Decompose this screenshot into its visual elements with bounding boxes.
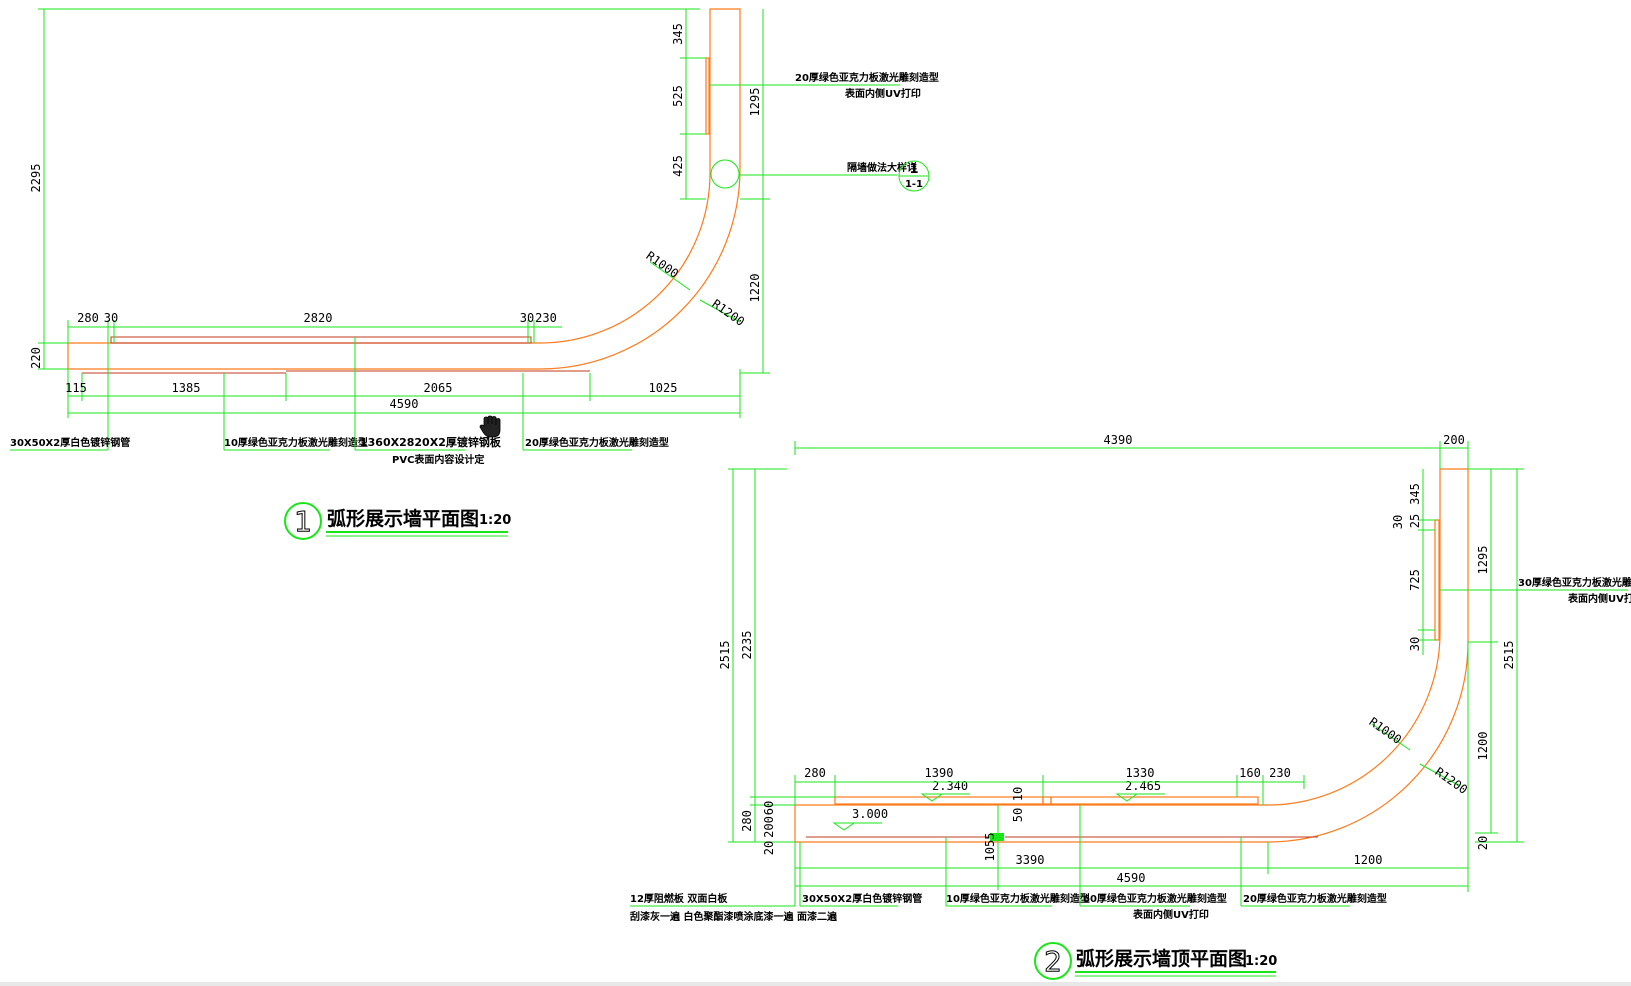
plan2-dim-left-d: 20 [762,841,776,855]
plan2-dim-right-upper: 1295 [1476,546,1490,575]
plan2-note-acrylic-60-2: 表面内侧UV打印 [1132,908,1209,921]
plan1-title: 弧形展示墙平面图 [327,507,479,530]
plan2-dim-top-end: 200 [1443,433,1465,447]
plan2-dim-gap: 10 [1011,787,1025,801]
plan2-dim-left-outer-label: 2515 [718,641,732,670]
plan1-dim-bot-d: 1025 [649,381,678,395]
plan2-radius-leader-inner [1371,723,1411,751]
plan1-dim-bot-c: 2065 [424,381,453,395]
plan2-note-acrylic-10: 10厚绿色亚克力板激光雕刻造型 [946,892,1090,905]
plan1-drawing: 2295 220 280 30 2820 30 230 115 1385 206… [10,8,939,540]
plan2-panel-b [1050,796,1259,805]
plan1-dim-total: 4590 [390,397,419,411]
plan1-dim-v-c: 425 [671,155,685,177]
plan1-note-acrylic-10: 10厚绿色亚克力板激光雕刻造型 [224,436,368,449]
plan1-dim-bot-b: 1385 [172,381,201,395]
plan1-title-circle [284,502,322,540]
plan1-dim-right-lower: 1220 [748,274,762,303]
plan2-level-b: 2.465 [1125,779,1161,793]
plan2-dim-bot-total: 4590 [1117,871,1146,885]
plan2-note-board-2: 刮漆灰一遍 白色聚酯漆喷涂底漆一遍 面漆二遍 [630,910,838,923]
plan1-steel-plate [110,336,532,344]
plan1-dim-bot-a: 115 [65,381,87,395]
plan2-radius-leader-outer [1419,763,1461,787]
plan1-dim-overall-height: 2295 [29,164,43,193]
plan2-note-steel-pipe: 30X50X2厚白色镀锌钢管 [802,892,922,905]
plan2-dim-seg-b: 1390 [925,766,954,780]
plan2-dim-top-total: 4390 [1104,433,1133,447]
plan1-dim-top-e: 230 [535,311,557,325]
plan2-radius-inner: R1000 [1366,715,1404,747]
plan1-radius-leader-inner [649,261,691,291]
plan2-panel-gap [1042,796,1052,805]
plan2-note-acrylic-30-1: 30厚绿色亚克力板激光雕刻造型 [1518,576,1631,589]
plan2-dim-offset: 1055 [983,833,997,862]
plan2-dim-v-d: 725 [1408,569,1422,591]
plan1-note-steel-pipe: 30X50X2厚白色镀锌钢管 [10,436,130,449]
plan2-scale: 1:20 [1245,954,1277,969]
pan-hand-icon[interactable] [479,415,501,438]
plan2-radius-outer: R1200 [1432,765,1470,797]
plan1-dim-top-d: 30 [520,311,534,325]
plan2-dim-v-a: 345 [1408,483,1422,505]
plan1-detail-circle [710,159,740,189]
plan1-radius-inner: R1000 [643,249,681,281]
plan2-dim-right-total: 2515 [1502,641,1516,670]
plan1-wall-outline [67,8,741,370]
plan2-level-c: 3.000 [852,807,888,821]
plan1-note-steel-plate-1: 1360X2820X2厚镀锌钢板 [360,435,502,449]
plan2-note-acrylic-30-2: 表面内侧UV打印 [1567,592,1631,605]
plan1-radius-outer: R1200 [709,297,747,329]
plan1-dim-v-a: 345 [671,23,685,45]
plan2-dim-seg-c: 1330 [1126,766,1155,780]
plan1-note-acrylic-20: 20厚绿色亚克力板激光雕刻造型 [525,436,669,449]
plan1-dim-top-b: 30 [104,311,118,325]
plan1-note-steel-plate-2: PVC表面内容设计定 [392,453,484,466]
plan2-dim-left-a: 280 [740,810,754,832]
plan1-dim-left-end: 220 [29,347,43,369]
plan2-dim-seg-d: 160 [1239,766,1261,780]
plan1-dim-right-upper: 1295 [748,88,762,117]
plan2-dim-bot-a: 3390 [1016,853,1045,867]
plan1-scale: 1:20 [479,513,511,528]
plan2-note-acrylic-20: 20厚绿色亚克力板激光雕刻造型 [1243,892,1387,905]
plan2-dim-v-c: 25 [1408,514,1422,528]
plan2-dim-seg-e: 230 [1269,766,1291,780]
plan2-dim-v-b: 30 [1391,515,1405,529]
plan2-dim-left-b: 60 [762,801,776,815]
plan2-title: 弧形展示墙顶平面图 [1076,947,1247,970]
plan1-note-acrylic-top-2: 表面内侧UV打印 [844,87,921,100]
plan1-section-num: 1 [909,162,918,177]
plan2-note-acrylic-60-1: 60厚绿色亚克力板激光雕刻造型 [1083,892,1227,905]
plan2-title-circle [1034,942,1072,980]
plan2-level-marker-c [832,822,856,831]
plan2-level-a: 2.340 [932,779,968,793]
plan2-note-board-1: 12厚阻燃板 双面白板 [630,892,728,905]
plan1-dim-v-b: 525 [671,85,685,107]
plan2-dim-left-inner-label: 2235 [740,631,754,660]
plan2-drawing: 2.340 2.465 3.000 4390 200 2515 2235 280… [630,433,1631,980]
plan2-marker [990,833,1004,841]
plan2-dim-bot-b: 1200 [1354,853,1383,867]
plan1-acrylic-panel-vertical [705,57,710,135]
plan1-section-sheet: 1-1 [905,179,923,190]
plan1-title-number: 1 [294,505,312,538]
plan1-dim-top-a: 280 [77,311,99,325]
plan2-dim-seg-a: 280 [804,766,826,780]
plan2-dim-v-e: 30 [1408,637,1422,651]
plan1-dim-top-c: 2820 [304,311,333,325]
plan2-dim-right-lower: 1200 [1476,732,1490,761]
plan2-acrylic-panel-vertical [1434,519,1440,641]
plan2-dim-gap-b: 50 [1011,808,1025,822]
plan2-dim-right-end: 20 [1476,836,1490,850]
plan2-dim-left-c: 200 [762,816,776,838]
plan1-note-acrylic-top-1: 20厚绿色亚克力板激光雕刻造型 [795,71,939,84]
plan2-title-number: 2 [1044,945,1062,978]
plan1-radius-leader-outer [699,299,741,323]
viewer-bottom-strip [0,982,1631,986]
